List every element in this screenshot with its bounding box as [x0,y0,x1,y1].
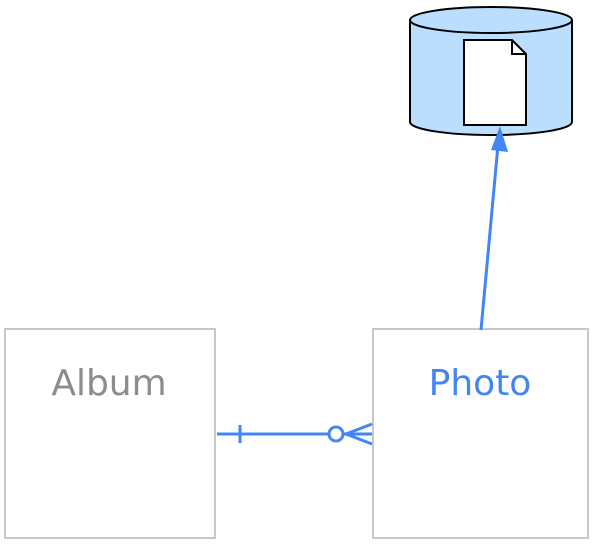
album-label: Album [51,363,166,404]
photo-label: Photo [429,363,532,404]
database-top-ellipse [409,6,573,34]
album-entity[interactable]: Album [4,328,216,539]
album-photo-relation[interactable] [217,422,373,446]
photo-box [372,328,589,539]
file-document-icon [463,39,527,126]
album-box [4,328,216,539]
photo-entity[interactable]: Photo [372,328,589,539]
photo-storage-arrow[interactable] [479,126,508,331]
cardinality-zero-circle [327,425,345,443]
arrow-head [491,126,508,152]
file-fold-icon [511,40,526,55]
cardinality-many-crowfoot [341,422,373,446]
arrow-line [479,144,500,331]
storage-database[interactable] [409,6,573,136]
